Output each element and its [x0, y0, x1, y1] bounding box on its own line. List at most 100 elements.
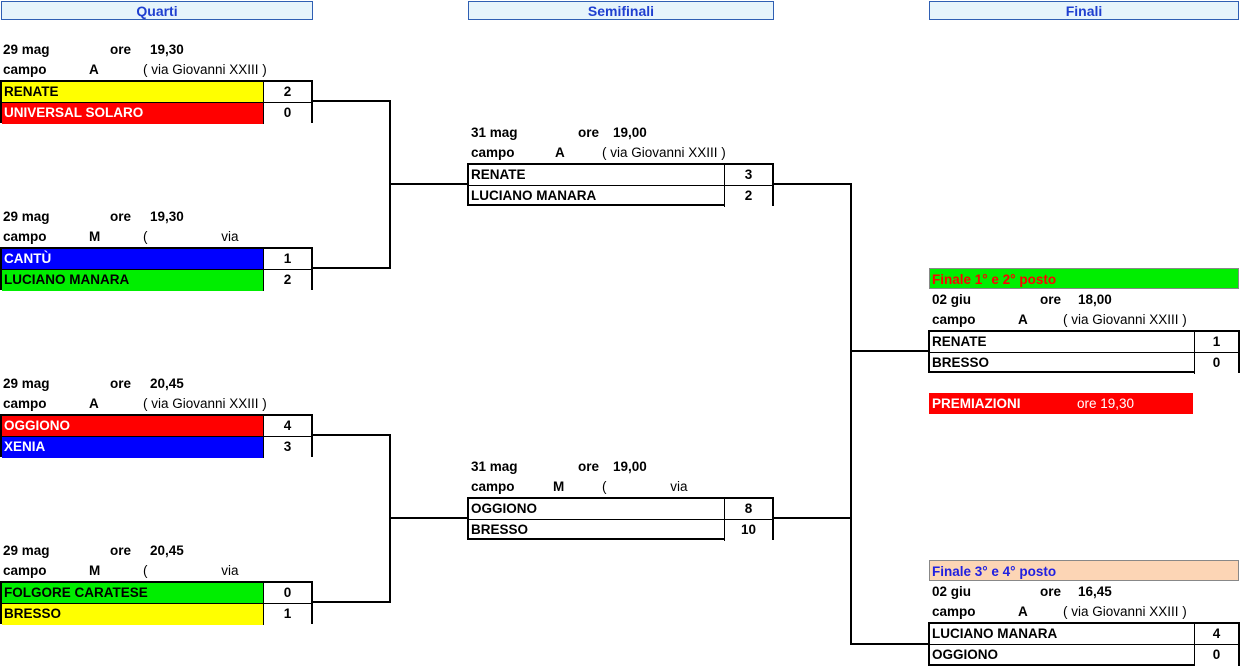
team-name: UNIVERSAL SOLARO	[2, 103, 263, 124]
team-score: 8	[724, 499, 772, 519]
quarter-3-match: OGGIONO 4 XENIA 3	[0, 414, 313, 458]
team-row: RENATE 2	[2, 82, 311, 103]
team-name: OGGIONO	[932, 647, 999, 662]
campo-code: A	[555, 145, 565, 160]
campo-code: M	[89, 229, 101, 244]
campo-label: campo	[471, 145, 515, 160]
team-row: LUCIANO MANARA 4	[930, 624, 1238, 645]
semi-1-match: RENATE 3 LUCIANO MANARA 2	[467, 163, 774, 207]
semi-1-info: 31 mag ore 19,00 campo A ( via Giovanni …	[471, 123, 781, 163]
team-row: BRESSO 1	[2, 604, 311, 625]
ore-label: ore	[110, 42, 132, 57]
bracket-line	[313, 267, 390, 269]
quarter-4-match: FOLGORE CARATESE 0 BRESSO 1	[0, 581, 313, 625]
quarter-2-match: CANTÙ 1 LUCIANO MANARA 2	[0, 247, 313, 291]
campo-code: M	[553, 479, 565, 494]
final-1-match: RENATE 1 BRESSO 0	[928, 330, 1240, 374]
final-2-title: Finale 3° e 4° posto	[929, 560, 1239, 581]
campo-code: A	[89, 62, 99, 77]
team-score: 4	[1194, 624, 1238, 644]
match-time: 19,30	[150, 209, 184, 224]
team-name: OGGIONO	[2, 416, 263, 436]
campo-label: campo	[932, 604, 976, 619]
final-1-info: 02 giu ore 18,00 campo A ( via Giovanni …	[932, 290, 1240, 330]
team-row: UNIVERSAL SOLARO 0	[2, 103, 311, 124]
semi-2-info: 31 mag ore 19,00 campo M ( via Milano )	[471, 457, 781, 514]
team-row: OGGIONO 0	[930, 645, 1238, 666]
quarter-2-info: 29 mag ore 19,30 campo M ( via Milano )	[3, 207, 313, 264]
team-row: OGGIONO 8	[469, 499, 772, 520]
match-time: 19,00	[613, 125, 647, 140]
campo-code: M	[89, 563, 101, 578]
venue: ( via Giovanni XXIII )	[602, 145, 726, 160]
team-score: 4	[263, 416, 311, 436]
quarter-1-info: 29 mag ore 19,30 campo A ( via Giovanni …	[3, 40, 313, 80]
campo-label: campo	[3, 396, 47, 411]
team-name: LUCIANO MANARA	[2, 270, 263, 291]
ore-label: ore	[578, 125, 600, 140]
team-name: FOLGORE CARATESE	[2, 583, 263, 603]
premiazioni-label: PREMIAZIONI	[932, 396, 1021, 411]
team-row: OGGIONO 4	[2, 416, 311, 437]
bracket-line	[390, 517, 468, 519]
semi-2-match: OGGIONO 8 BRESSO 10	[467, 497, 774, 541]
team-score: 2	[263, 82, 311, 102]
bracket-line	[390, 183, 468, 185]
campo-label: campo	[3, 229, 47, 244]
venue: ( via Giovanni XXIII )	[143, 62, 267, 77]
team-row: BRESSO 10	[469, 520, 772, 541]
final-2-info: 02 giu ore 16,45 campo A ( via Giovanni …	[932, 582, 1240, 622]
team-row: BRESSO 0	[930, 353, 1238, 374]
team-score: 0	[263, 583, 311, 603]
team-name: RENATE	[471, 167, 526, 182]
header-quarti: Quarti	[1, 1, 313, 20]
campo-code: A	[1018, 604, 1028, 619]
campo-code: A	[1018, 312, 1028, 327]
ore-label: ore	[110, 543, 132, 558]
team-name: LUCIANO MANARA	[932, 626, 1058, 641]
team-name: BRESSO	[932, 355, 990, 370]
team-name: XENIA	[2, 437, 263, 458]
team-row: FOLGORE CARATESE 0	[2, 583, 311, 604]
premiazioni-banner: PREMIAZIONI ore 19,30	[929, 393, 1193, 414]
team-row: XENIA 3	[2, 437, 311, 458]
team-score: 0	[263, 103, 311, 124]
team-score: 1	[263, 249, 311, 269]
match-time: 19,00	[613, 459, 647, 474]
ore-label: ore	[578, 459, 600, 474]
team-row: RENATE 1	[930, 332, 1238, 353]
team-name: BRESSO	[471, 522, 529, 537]
team-name: LUCIANO MANARA	[471, 188, 597, 203]
ore-label: ore	[1040, 292, 1062, 307]
team-score: 1	[1194, 332, 1238, 352]
team-name: OGGIONO	[471, 501, 538, 516]
team-score: 2	[263, 270, 311, 291]
team-score: 2	[724, 186, 772, 207]
match-date: 29 mag	[3, 42, 50, 57]
match-date: 02 giu	[932, 584, 972, 599]
bracket-line	[851, 350, 929, 352]
team-score: 0	[1194, 645, 1238, 666]
quarter-1-match: RENATE 2 UNIVERSAL SOLARO 0	[0, 80, 313, 124]
campo-label: campo	[932, 312, 976, 327]
ore-label: ore	[1040, 584, 1062, 599]
quarter-4-info: 29 mag ore 20,45 campo M ( via Milano )	[3, 541, 313, 598]
team-row: LUCIANO MANARA 2	[469, 186, 772, 207]
team-score: 1	[263, 604, 311, 625]
match-time: 19,30	[150, 42, 184, 57]
bracket-line	[774, 183, 852, 185]
campo-label: campo	[3, 62, 47, 77]
header-semifinali: Semifinali	[468, 1, 774, 20]
ore-label: ore	[110, 209, 132, 224]
team-name: BRESSO	[2, 604, 263, 625]
bracket-line	[313, 434, 390, 436]
campo-label: campo	[471, 479, 515, 494]
match-time: 18,00	[1078, 292, 1112, 307]
match-date: 29 mag	[3, 209, 50, 224]
venue: ( via Giovanni XXIII )	[1063, 604, 1187, 619]
match-time: 20,45	[150, 376, 184, 391]
team-row: RENATE 3	[469, 165, 772, 186]
bracket-line	[850, 183, 852, 645]
match-date: 29 mag	[3, 543, 50, 558]
match-date: 31 mag	[471, 125, 518, 140]
